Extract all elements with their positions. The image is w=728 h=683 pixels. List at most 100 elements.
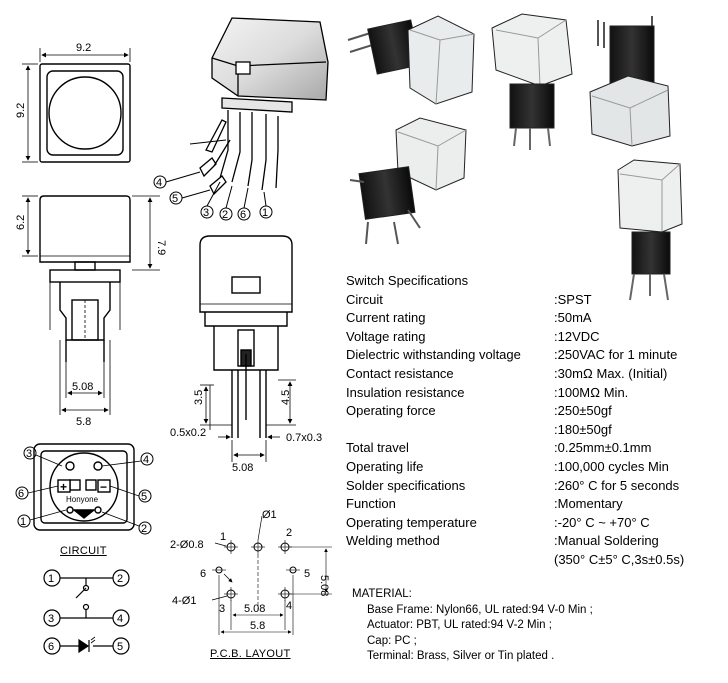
iso-pin-2: 2 [222, 209, 228, 221]
dim-side-total: 7.9 [155, 240, 167, 255]
dim-pin-05x02: 0.5x0.2 [170, 427, 206, 439]
dim-lead-35: 3.5 [193, 390, 205, 405]
bottom-pin-2: 2 [141, 523, 147, 535]
isometric-view [199, 17, 329, 196]
circuit-diagram [43, 569, 130, 655]
spec-value: :0.25mm±0.1mm [554, 440, 652, 456]
dim-pin-07x03: 0.7x0.3 [286, 432, 322, 444]
pcb-dim-58-h: 5.8 [250, 620, 265, 632]
minus-sign: − [100, 480, 107, 494]
pcb-pin-3: 3 [219, 603, 225, 615]
pcb-pin-5: 5 [304, 568, 310, 580]
material-line: Base Frame: Nylon66, UL rated:94 V-0 Min… [367, 603, 593, 616]
material-line: Terminal: Brass, Silver or Tin plated . [367, 650, 555, 662]
material-section: MATERIAL: Base Frame: Nylon66, UL rated:… [352, 587, 593, 665]
spec-label: Voltage rating [346, 328, 426, 344]
spec-label [346, 551, 554, 570]
spec-row: Insulation resistance :100MΩ Min. [346, 384, 684, 403]
iso-pin-6: 6 [240, 209, 246, 221]
pcb-dim-d1: Ø1 [262, 509, 277, 521]
spec-label: Operating temperature [346, 514, 477, 530]
iso-pin-3: 3 [203, 207, 209, 219]
iso-pin-5: 5 [172, 193, 178, 205]
spec-value: :50mA [554, 310, 592, 326]
material-line: Cap: PC ; [367, 634, 417, 647]
spec-row: Dielectric withstanding voltage:250VAC f… [346, 346, 684, 365]
spec-label: Total travel [346, 440, 409, 456]
circuit-pin-6: 6 [48, 641, 54, 653]
pcb-pin-4: 4 [286, 600, 292, 612]
spec-value: :100,000 cycles Min [554, 458, 669, 474]
circuit-pin-1: 1 [48, 573, 54, 585]
circuit-title: CIRCUIT [60, 545, 107, 557]
spec-row: Circuit :SPST [346, 291, 684, 310]
top-view [22, 48, 131, 163]
spec-row: Voltage rating :12VDC [346, 328, 684, 347]
iso-pin-1: 1 [262, 207, 268, 219]
spec-row: Function:Momentary [346, 495, 684, 514]
side-view [22, 195, 160, 415]
pcb-dim-508-h: 5.08 [244, 603, 265, 615]
spec-row: Operating life :100,000 cycles Min [346, 458, 684, 477]
product-photo-3 [589, 16, 671, 147]
spec-row: Contact resistance :30mΩ Max. (Initial) [346, 365, 684, 384]
bottom-pin-1: 1 [20, 516, 26, 528]
pcb-dim-d08: 2-Ø0.8 [170, 539, 204, 551]
pcb-pin-6: 6 [200, 568, 206, 580]
material-line: Actuator: PBT, UL rated:94 V-2 Min ; [367, 619, 552, 631]
spec-row: Solder specifications:260° C for 5 secon… [346, 477, 684, 496]
pcb-pin-1: 1 [220, 531, 226, 543]
material-title: MATERIAL: [352, 588, 412, 600]
pcb-title: P.C.B. LAYOUT [210, 648, 291, 660]
spec-value: :-20° C ~ +70° C [554, 514, 650, 530]
spec-label: Operating force [346, 403, 436, 419]
product-photo-4 [349, 117, 467, 245]
spec-row: Operating force :250±50gf [346, 402, 684, 421]
spec-row: (350° C±5° C,3s±0.5s) [346, 551, 684, 570]
plus-sign: + [60, 480, 67, 494]
dim-top-width: 9.2 [76, 42, 91, 54]
circuit-pin-5: 5 [117, 641, 123, 653]
spec-row: Current rating :50mA [346, 309, 684, 328]
dim-lead-45: 4.5 [280, 390, 292, 405]
spec-label [346, 421, 554, 440]
front-view [199, 235, 296, 462]
spec-label: Current rating [346, 310, 426, 326]
spec-label: Contact resistance [346, 365, 454, 381]
spec-value: :250±50gf [554, 403, 612, 419]
product-photo-1 [347, 15, 475, 105]
spec-label: Welding method [346, 533, 440, 549]
iso-pin-4: 4 [156, 177, 162, 189]
spec-value: :SPST [554, 291, 592, 307]
spec-row: Welding method :Manual Soldering [346, 532, 684, 551]
spec-value: :Manual Soldering [554, 533, 659, 549]
spec-value: :12VDC [554, 328, 600, 344]
spec-row: Operating temperature :-20° C ~ +70° C [346, 514, 684, 533]
brand-label: Honyone [66, 495, 99, 504]
circuit-pin-4: 4 [117, 613, 123, 625]
dim-side-cap: 6.2 [15, 215, 27, 230]
spec-label: Operating life [346, 458, 424, 474]
circuit-pin-2: 2 [117, 573, 123, 585]
spec-label: Circuit [346, 291, 383, 307]
bottom-pin-4: 4 [143, 454, 149, 466]
bottom-pin-3: 3 [26, 448, 32, 460]
product-photo-5 [617, 159, 683, 301]
iso-pin-labels [153, 139, 273, 221]
bottom-pin-6: 6 [18, 488, 24, 500]
spec-value: :100MΩ Min. [554, 384, 629, 400]
spec-label: Dielectric withstanding voltage [346, 347, 521, 363]
spec-label: Insulation resistance [346, 384, 465, 400]
pcb-dim-508-v: 5.08 [318, 575, 330, 596]
spec-row: :180±50gf [346, 421, 684, 440]
spec-label: Function [346, 496, 396, 512]
dim-front-508: 5.08 [232, 462, 253, 474]
spec-value: :30mΩ Max. (Initial) [554, 365, 668, 381]
circuit-pin-3: 3 [48, 613, 54, 625]
spec-row: Total travel :0.25mm±0.1mm [346, 439, 684, 458]
spec-label: Solder specifications [346, 477, 466, 493]
spec-value: (350° C±5° C,3s±0.5s) [554, 551, 685, 567]
spec-value: :180±50gf [554, 421, 612, 437]
